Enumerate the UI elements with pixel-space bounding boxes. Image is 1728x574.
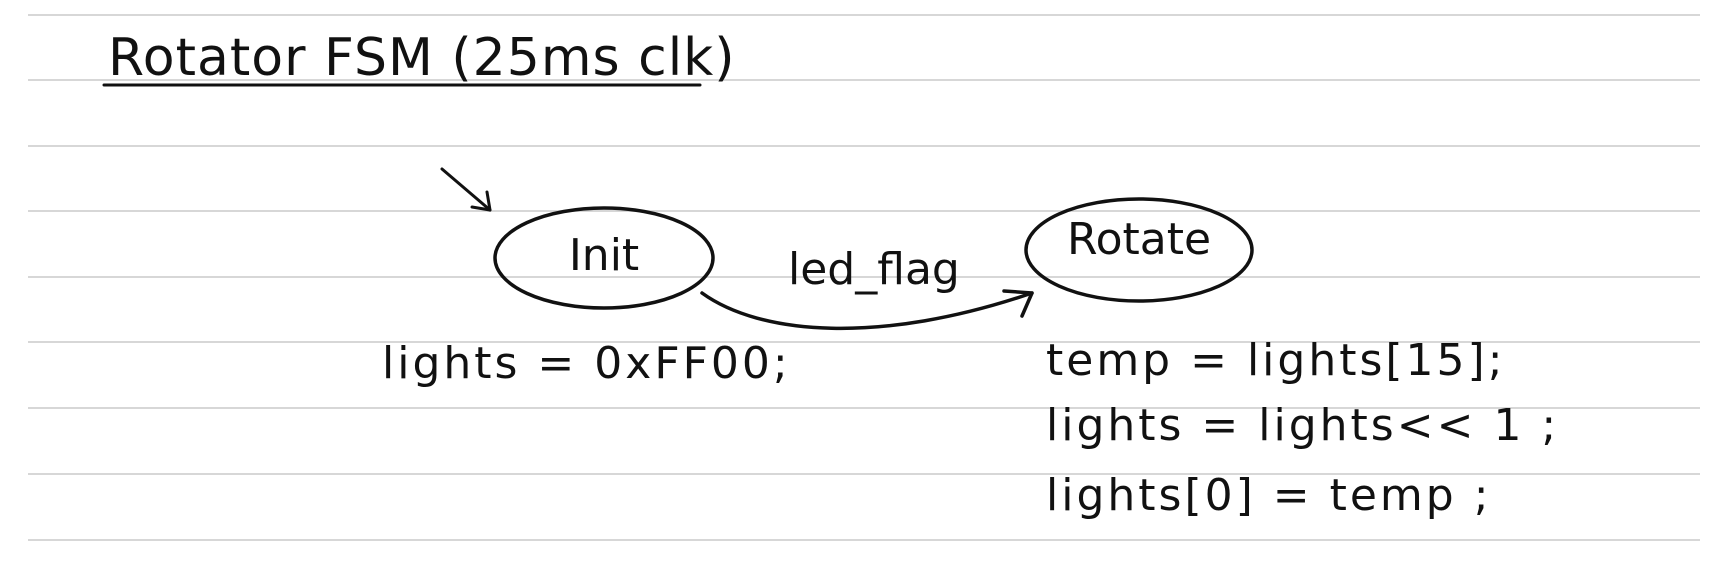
state-rotate: Rotate [1024, 197, 1254, 303]
rotate-action: lights[0] = temp ; [1046, 470, 1492, 521]
transition-init-rotate [700, 289, 1034, 331]
ruled-lines [28, 14, 1700, 541]
arrowhead-icon [1002, 289, 1034, 318]
rotate-action: temp = lights[15]; [1046, 335, 1506, 386]
rotate-action: lights = lights<< 1 ; [1046, 400, 1559, 451]
initial-state-arrow [440, 167, 492, 212]
state-init-circle [493, 206, 715, 310]
state-rotate-label: Rotate [1067, 214, 1211, 265]
state-init-label: Init [569, 230, 639, 281]
state-init: Init [493, 206, 715, 310]
init-action: lights = 0xFF00; [382, 338, 791, 389]
state-rotate-circle [1024, 197, 1254, 303]
transition-label: led_flag [788, 244, 960, 295]
page-title: Rotator FSM (25ms clk) [108, 28, 736, 88]
